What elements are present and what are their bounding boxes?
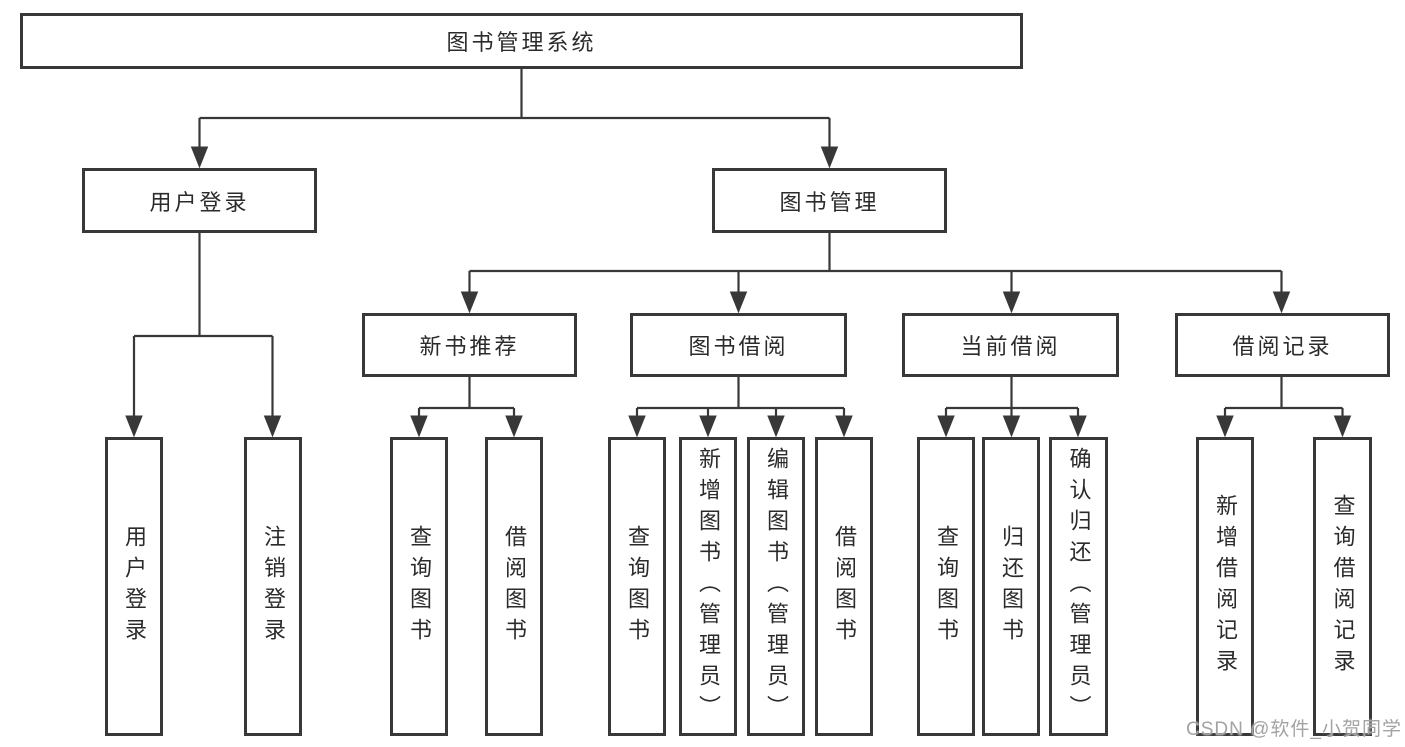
node-new-book-recommendation: 新书推荐 xyxy=(362,313,577,377)
node-current-borrowing: 当前借阅 xyxy=(902,313,1119,377)
connector-borrowing-records-children xyxy=(1216,377,1352,438)
node-add-books-admin: 新增图书（管理员） xyxy=(679,437,737,736)
node-user-login-leaf: 用户登录 xyxy=(105,437,163,736)
node-book-borrowing: 图书借阅 xyxy=(630,313,847,377)
connector-book-management-to-level2 xyxy=(460,233,1291,314)
node-return-books: 归还图书 xyxy=(982,437,1040,736)
node-edit-books-admin: 编辑图书（管理员） xyxy=(747,437,805,736)
node-borrow-books-2: 借阅图书 xyxy=(815,437,873,736)
node-borrowing-records: 借阅记录 xyxy=(1175,313,1390,377)
node-query-books-1: 查询图书 xyxy=(390,437,448,736)
node-confirm-return-admin: 确认归还（管理员） xyxy=(1049,437,1108,736)
node-logout: 注销登录 xyxy=(244,437,302,736)
connector-root-to-level1 xyxy=(190,69,839,169)
node-query-books-2: 查询图书 xyxy=(608,437,666,736)
watermark: CSDN @软件_小贺同学 xyxy=(1186,719,1402,740)
node-borrow-books-1: 借阅图书 xyxy=(485,437,543,736)
node-query-borrow-record: 查询借阅记录 xyxy=(1313,437,1372,736)
connector-book-borrowing-children xyxy=(628,377,853,438)
node-book-management: 图书管理 xyxy=(712,168,947,233)
node-add-borrow-record: 新增借阅记录 xyxy=(1196,437,1254,736)
connector-new-book-recommendation-children xyxy=(410,377,523,438)
node-query-books-3: 查询图书 xyxy=(917,437,975,736)
connector-current-borrowing-children xyxy=(937,377,1087,438)
node-library-management-system: 图书管理系统 xyxy=(20,13,1023,69)
node-user-login: 用户登录 xyxy=(82,168,317,233)
connector-user-login-children xyxy=(125,233,282,438)
